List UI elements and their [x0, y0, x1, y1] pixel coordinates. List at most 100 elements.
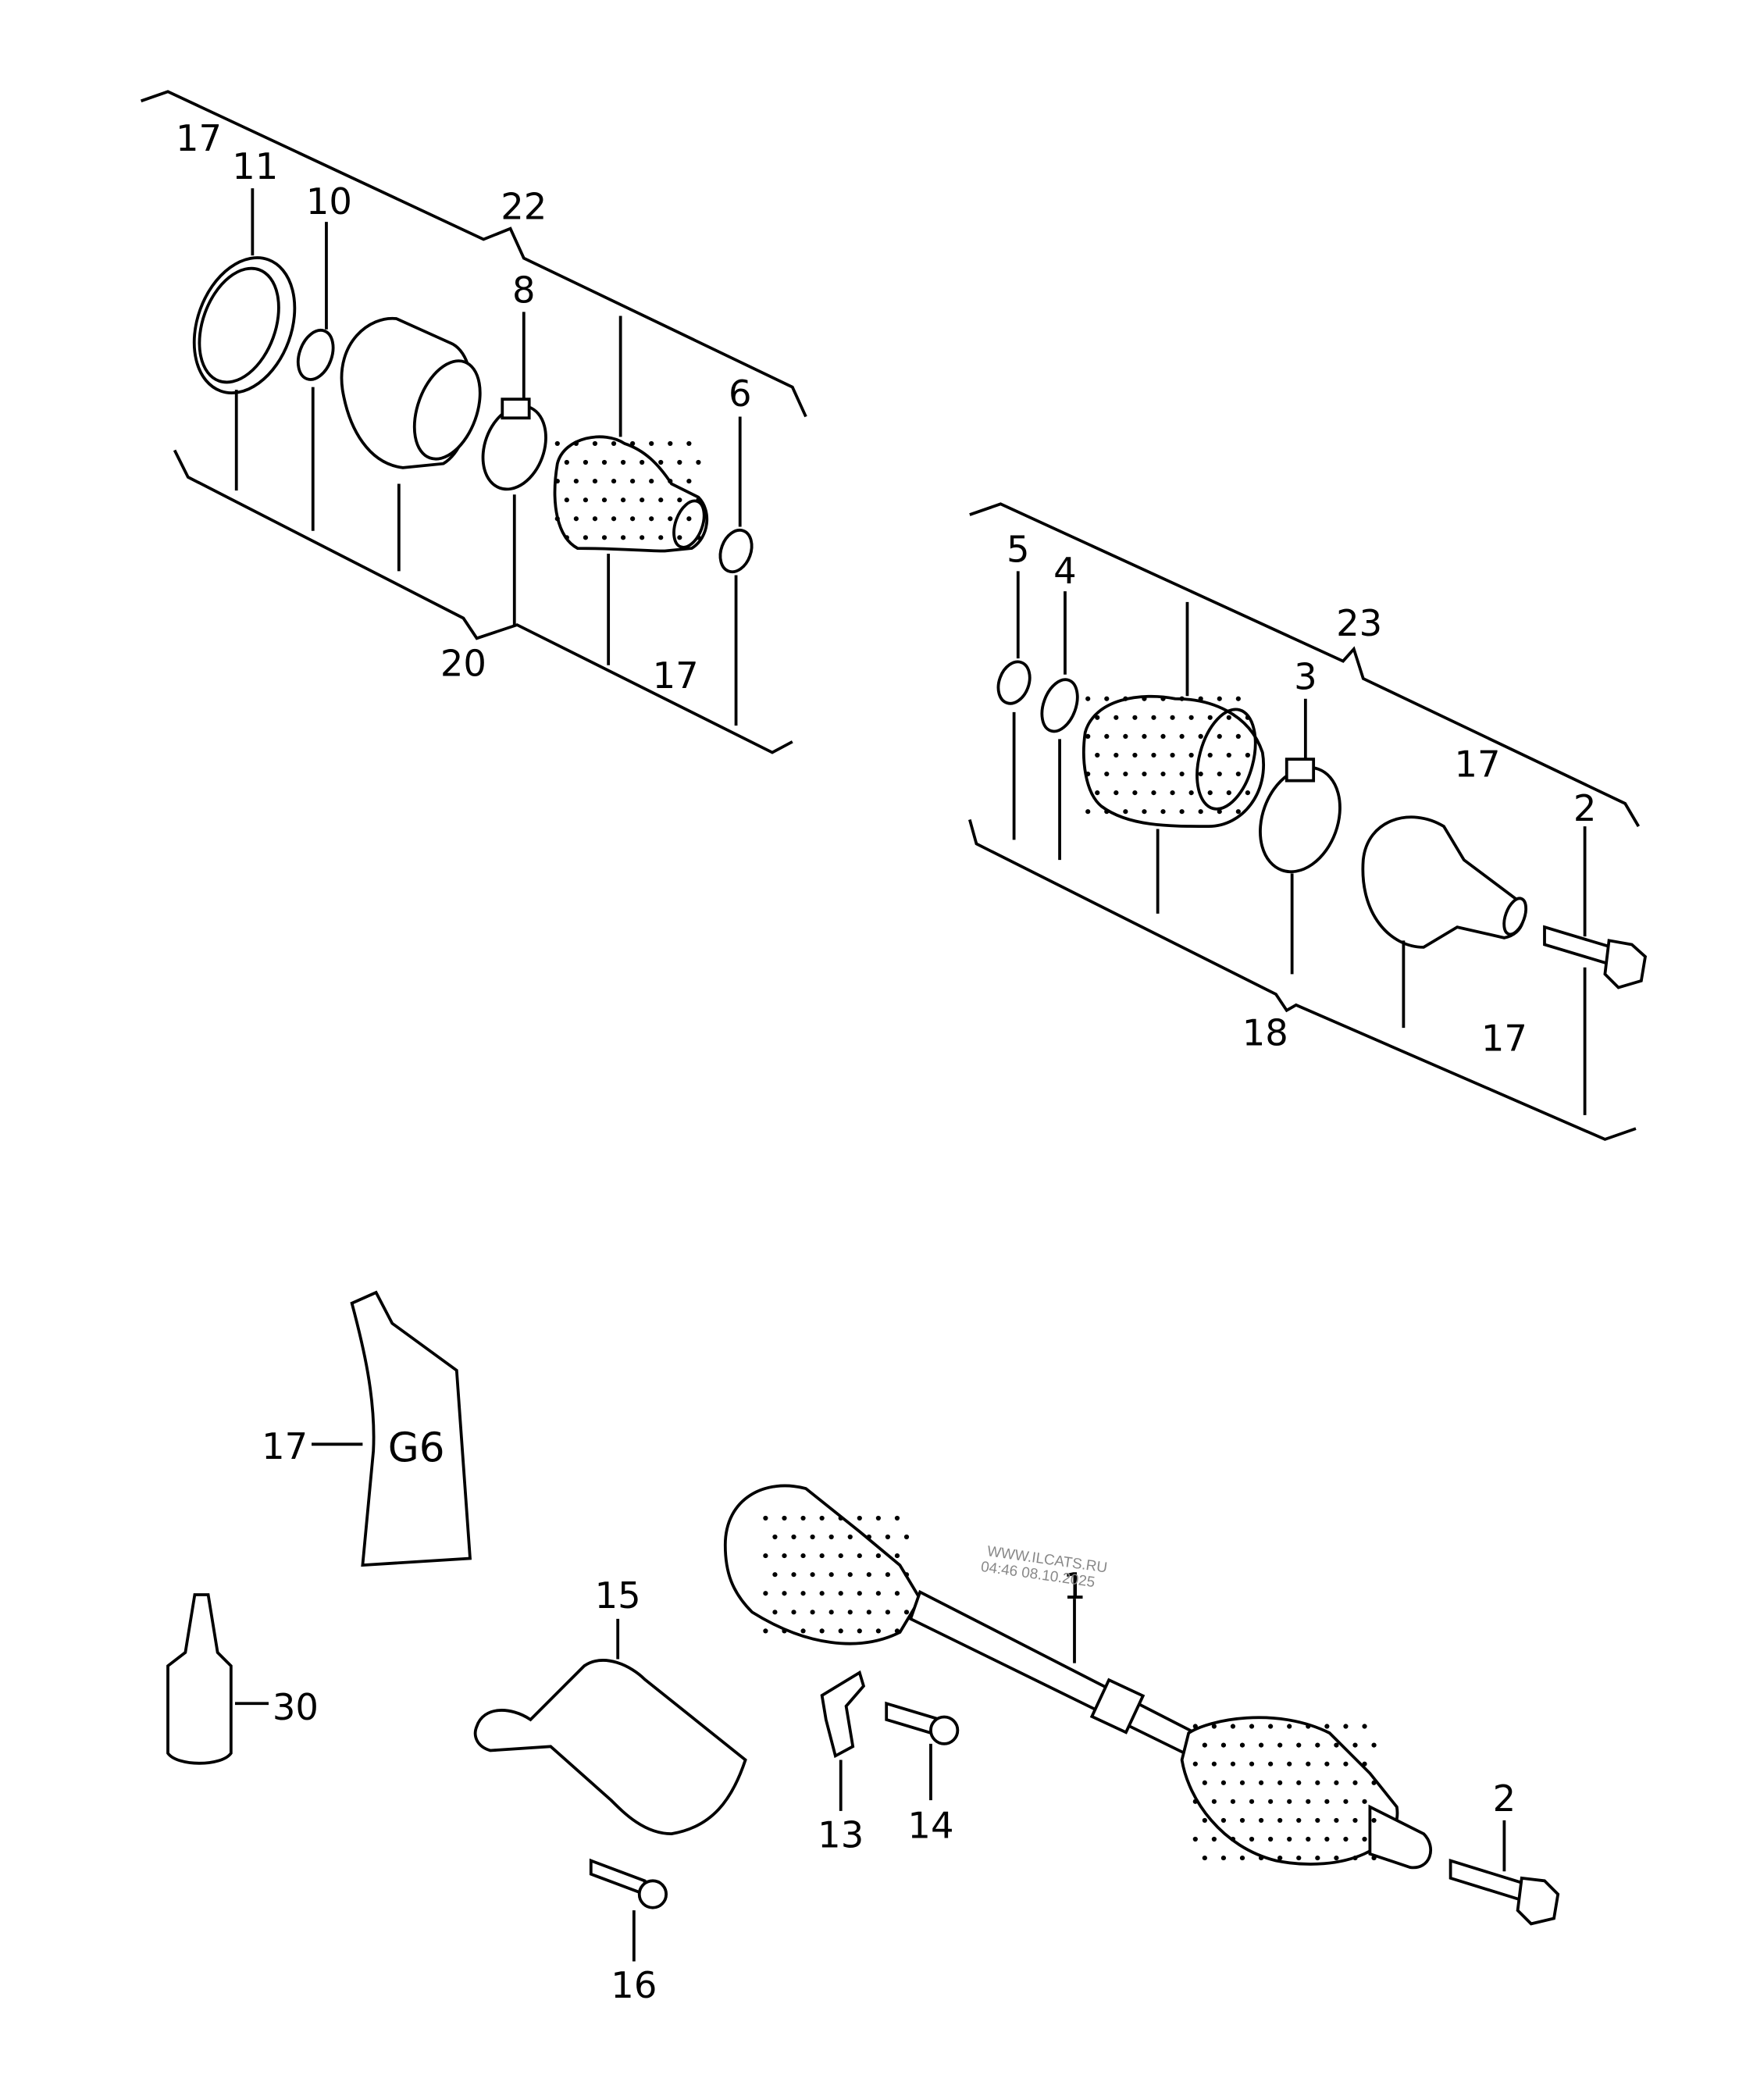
- sealant-bottle-30[interactable]: [166, 1593, 269, 1765]
- clamp-3[interactable]: [1246, 698, 1354, 975]
- boot-texture-dot: [1095, 715, 1100, 720]
- boot-texture-dot: [1239, 1780, 1245, 1785]
- group-top-left-frame: [140, 90, 807, 754]
- boot-texture-dot: [828, 1572, 834, 1578]
- boot-texture-dot: [583, 459, 589, 465]
- callout-2: 2: [1493, 1777, 1516, 1820]
- boot-texture-dot: [1334, 1742, 1339, 1748]
- bolt-2-bottom[interactable]: [1448, 1820, 1560, 1926]
- lock-plate-13[interactable]: [820, 1670, 866, 1811]
- boot-texture-dot: [1258, 1780, 1264, 1785]
- boot-texture-dot: [601, 535, 608, 540]
- boot-texture-dot: [583, 497, 589, 503]
- boot-texture-dot: [1230, 1724, 1236, 1729]
- gasket-10[interactable]: [292, 222, 340, 531]
- cv-joint[interactable]: [1361, 815, 1530, 1029]
- boot-texture-dot: [857, 1515, 862, 1521]
- boot-texture-dot: [1142, 733, 1147, 739]
- boot-texture-dot: [1188, 752, 1194, 758]
- boot-texture-dot: [1268, 1724, 1274, 1729]
- boot-texture-dot: [620, 535, 626, 540]
- boot-texture-dot: [838, 1628, 843, 1634]
- clamp-8[interactable]: [472, 312, 557, 626]
- boot-texture-dot: [696, 497, 701, 503]
- boot-texture-dot: [1277, 1780, 1283, 1785]
- boot-texture-dot: [885, 1534, 891, 1540]
- boot-texture-dot: [686, 516, 692, 522]
- boot-texture-dot: [1085, 809, 1091, 815]
- boot-texture-dot: [592, 516, 598, 522]
- boot-texture-dot: [1268, 1799, 1274, 1804]
- boot-texture-dot: [1217, 696, 1222, 701]
- group-right-frame: [968, 502, 1641, 1141]
- boot-texture-dot: [1362, 1799, 1367, 1804]
- boot-texture-dot: [1245, 790, 1250, 796]
- boot-texture-dot: [1258, 1855, 1264, 1861]
- boot-texture-dot: [1296, 1817, 1302, 1824]
- clamp-6[interactable]: [714, 416, 757, 726]
- boot-texture-dot: [1192, 1836, 1198, 1842]
- bolt-2-right[interactable]: [1543, 826, 1648, 1115]
- boot-texture-dot: [1085, 771, 1091, 777]
- boot-texture-dot: [1207, 715, 1213, 720]
- boot-texture-dot: [1202, 1817, 1207, 1824]
- callout-23: 23: [1336, 602, 1382, 644]
- boot-texture-dot: [875, 1553, 881, 1559]
- boot-texture-dot: [1296, 1742, 1302, 1748]
- boot-texture-dot: [677, 535, 682, 540]
- boot-texture-dot: [1217, 809, 1222, 815]
- boot-texture-dot: [866, 1572, 871, 1578]
- boot-texture-dot: [630, 440, 636, 447]
- boot-texture-dot: [1188, 715, 1194, 720]
- bolt-16[interactable]: [589, 1858, 668, 1962]
- boot-texture-dot: [1198, 809, 1203, 815]
- boot-texture-dot: [875, 1628, 881, 1634]
- boot-texture-dot: [1104, 696, 1110, 701]
- grease-tube-g6[interactable]: G6: [312, 1290, 472, 1567]
- boot-texture-dot: [810, 1572, 815, 1578]
- boot-texture-dot: [1245, 752, 1250, 758]
- boot-texture-dot: [819, 1553, 825, 1559]
- boot-texture-dot: [1334, 1855, 1339, 1861]
- boot-texture-dot: [875, 1515, 881, 1521]
- boot-texture-dot: [1296, 1780, 1302, 1785]
- boot-texture-dot: [791, 1572, 796, 1578]
- boot-texture-dot: [828, 1610, 834, 1615]
- boot-texture-dot: [1306, 1724, 1311, 1729]
- callout-5: 5: [1007, 528, 1030, 570]
- boot-texture-dot: [857, 1553, 862, 1559]
- boot-texture-dot: [564, 459, 569, 465]
- flange-joint[interactable]: [340, 316, 492, 572]
- boot-texture-dot: [885, 1610, 891, 1615]
- boot-inner[interactable]: [553, 316, 711, 665]
- boot-texture-dot: [1287, 1799, 1292, 1804]
- boot-texture-dot: [1371, 1855, 1377, 1861]
- callout-18: 18: [1242, 1011, 1288, 1054]
- boot-texture-dot: [1362, 1836, 1367, 1842]
- boot-texture-dot: [894, 1591, 900, 1596]
- boot-texture-dot: [1258, 1817, 1264, 1824]
- boot-texture-dot: [903, 1534, 910, 1540]
- clamp-5[interactable]: [992, 571, 1035, 840]
- boot-texture-dot: [696, 535, 701, 540]
- watermark: WWW.ILCATS.RU 04:46 08.10.2025: [980, 1543, 1108, 1591]
- heat-shield-15[interactable]: [473, 1618, 747, 1836]
- boot-texture-dot: [1277, 1817, 1283, 1824]
- boot-texture-dot: [772, 1572, 778, 1578]
- boot-texture-dot: [564, 535, 569, 540]
- boot-texture-dot: [1202, 1855, 1207, 1861]
- boot-texture-dot: [1296, 1855, 1302, 1861]
- boot-texture-dot: [1268, 1761, 1274, 1767]
- boot-texture-dot: [564, 497, 569, 503]
- boot-texture-dot: [1352, 1855, 1358, 1861]
- bolt-14[interactable]: [885, 1701, 960, 1801]
- gasket-4[interactable]: [1035, 591, 1084, 861]
- boot-outer[interactable]: [1082, 601, 1266, 914]
- boot-texture-dot: [1085, 696, 1091, 701]
- boot-texture-dot: [601, 459, 608, 465]
- drive-shaft-1[interactable]: [723, 1484, 1433, 1870]
- boot-texture-dot: [1315, 1855, 1320, 1861]
- seal-ring-11[interactable]: [176, 188, 312, 491]
- boot-texture-dot: [1371, 1817, 1377, 1824]
- boot-texture-dot: [677, 459, 682, 465]
